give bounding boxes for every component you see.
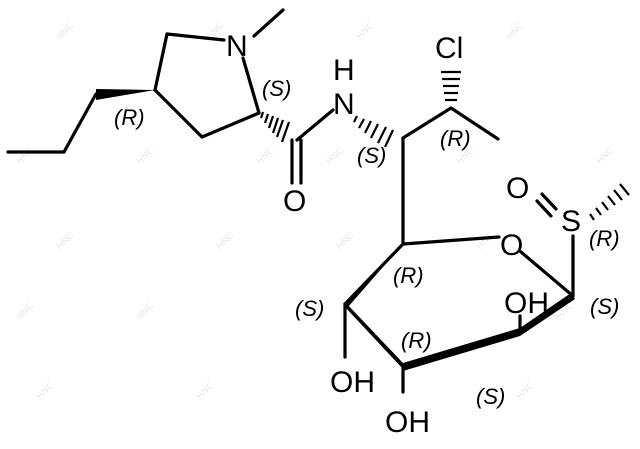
wedge-c5-c4	[345, 244, 403, 307]
svg-text:HNC: HNC	[505, 21, 526, 42]
atom-o-ring: O	[500, 229, 523, 262]
atom-h-amide: H	[333, 54, 355, 87]
stereo-label: (R)	[440, 126, 471, 151]
bond-s-o-b	[535, 199, 553, 218]
stereo-label: (R)	[393, 263, 424, 288]
stereo-label: (S)	[295, 296, 324, 321]
bond-s-o-a	[540, 192, 558, 211]
atom-s-sulfoxide: S	[561, 205, 581, 238]
stereo-label: (S)	[590, 294, 619, 319]
stereo-label: (R)	[401, 328, 432, 353]
bond-ring-c2-c3	[200, 111, 261, 139]
bond-n-methyl	[252, 8, 285, 38]
bond-ring-n-c2	[241, 56, 261, 115]
svg-text:HNC: HNC	[515, 381, 536, 402]
atom-o-carbonyl: O	[283, 185, 306, 218]
svg-text:HNC: HNC	[35, 381, 56, 402]
svg-text:HNC: HNC	[325, 146, 346, 167]
atom-o-sulfoxide: O	[506, 172, 529, 205]
atom-n-ring: N	[226, 30, 248, 63]
bond-c7-c8	[401, 106, 453, 140]
atom-oh-right: OH	[504, 287, 549, 320]
wedge-c4-c3	[345, 302, 403, 369]
bond-ring-c4-c5	[153, 32, 169, 92]
atom-cl: Cl	[435, 32, 463, 65]
bond-ring-c5-n	[165, 32, 226, 42]
svg-text:HNC: HNC	[475, 231, 496, 252]
svg-text:HNC: HNC	[15, 146, 36, 167]
svg-text:HNC: HNC	[135, 301, 156, 322]
svg-text:HNC: HNC	[55, 231, 76, 252]
stereo-label: (S)	[476, 384, 505, 409]
svg-text:HNC: HNC	[215, 231, 236, 252]
bond-o-ring-c1	[519, 250, 575, 298]
svg-text:HNC: HNC	[55, 21, 76, 42]
hash-bonds	[259, 70, 630, 221]
wedge-c4-propyl	[96, 89, 155, 100]
atom-n-amide: N	[333, 88, 355, 121]
atom-oh-left: OH	[330, 366, 375, 399]
atom-oh-bottom: OH	[385, 406, 430, 439]
bond-propyl-2	[62, 92, 98, 154]
bond-ring-c3-c4	[153, 88, 204, 139]
svg-text:HNC: HNC	[195, 381, 216, 402]
svg-text:HNC: HNC	[135, 146, 156, 167]
svg-text:HNC: HNC	[15, 301, 36, 322]
stereo-label: (R)	[114, 105, 145, 130]
stereo-descriptors: (R) (S) (S) (R) (R) (R) (S) (S) (R) (S)	[114, 76, 620, 409]
wedge-c2-c1	[520, 293, 575, 336]
stereo-bonds	[96, 89, 575, 371]
bond-c8-c9	[449, 106, 500, 141]
svg-text:HNC: HNC	[335, 231, 356, 252]
atom-labels: N H N Cl O O S O OH OH OH	[226, 30, 581, 439]
stereo-label: (R)	[589, 226, 620, 251]
svg-text:HNC: HNC	[355, 21, 376, 42]
watermark-pattern: HNC HNC HNC HNC HNC HNC HNC HNC HNC HNC …	[15, 21, 616, 402]
bond-amide-c-n	[295, 108, 335, 142]
stereo-label: (S)	[262, 76, 291, 101]
wedge-c3-c2	[403, 328, 520, 371]
svg-text:HNC: HNC	[595, 146, 616, 167]
bond-c5-o-ring	[401, 235, 501, 246]
svg-text:HNC: HNC	[255, 146, 276, 167]
stereo-label: (S)	[357, 143, 386, 168]
